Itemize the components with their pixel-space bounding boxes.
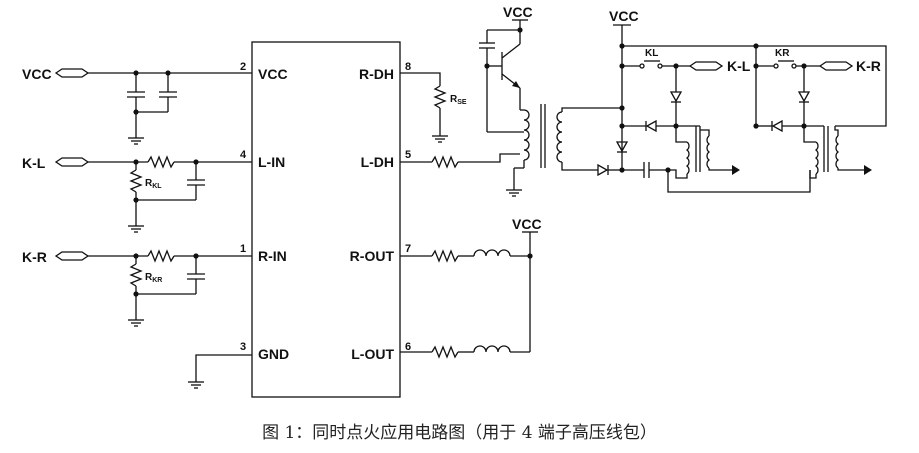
k-r-connector-icon — [54, 251, 90, 261]
kr-switch-icon — [773, 63, 779, 69]
diode-icon — [645, 119, 657, 133]
r-se-label: RSE — [450, 94, 467, 106]
ground-icon — [128, 319, 144, 327]
npn-transistor-icon — [501, 40, 521, 89]
k-l-output-connector-icon — [688, 61, 724, 71]
ground-icon — [128, 137, 144, 145]
vcc-input-label: VCC — [22, 66, 52, 82]
gnd-pin-network — [188, 354, 252, 389]
pin-3-name: GND — [258, 346, 289, 362]
r-kr-resistor-icon — [129, 263, 143, 287]
r-kr-label: RKR — [145, 272, 162, 284]
ignition-coil-secondary-icon — [835, 135, 840, 169]
ground-icon — [432, 135, 448, 143]
pin-8-number: 8 — [405, 61, 411, 73]
ignition-coil-secondary-icon — [706, 135, 711, 169]
diode-icon — [597, 163, 609, 177]
diode-icon — [669, 91, 683, 103]
pin-5-number: 5 — [405, 149, 411, 161]
k-r-output-label: K-R — [856, 58, 881, 74]
pin-4-name: L-IN — [258, 154, 285, 170]
output-network: VCC — [400, 216, 542, 359]
pin-5-name: L-DH — [361, 154, 394, 170]
vcc-transistor-label: VCC — [503, 4, 533, 20]
k-l-output-label: K-L — [727, 58, 751, 74]
kr-switch-label: KR — [775, 48, 790, 59]
pin-6-name: L-OUT — [351, 346, 394, 362]
pin-6-number: 6 — [405, 341, 411, 353]
pin-7-number: 7 — [405, 243, 411, 255]
r-kl-label: RKL — [145, 178, 162, 190]
diode-icon — [797, 91, 811, 103]
r-se-network: RSE — [400, 72, 467, 143]
resistor-icon — [431, 345, 459, 359]
ground-icon — [128, 225, 144, 233]
transistor-stage: VCC — [479, 4, 622, 197]
resistor-icon — [147, 249, 175, 263]
pin-1-number: 1 — [240, 243, 246, 255]
ic-body — [251, 41, 401, 398]
pin-3-number: 3 — [240, 341, 246, 353]
diode-icon — [615, 141, 629, 153]
pin-1-name: R-IN — [258, 248, 287, 264]
pin-2-name: VCC — [258, 66, 288, 82]
k-l-input-network: K-L RKL — [22, 155, 252, 233]
k-r-output-connector-icon — [818, 61, 854, 71]
ground-icon — [506, 189, 522, 197]
r-kl-resistor-icon — [129, 169, 143, 193]
ignition-coil-primary-icon — [685, 141, 690, 175]
ignition-coil-primary-icon — [814, 141, 819, 175]
transformer-secondary-icon — [556, 111, 563, 163]
vcc-top-label: VCC — [609, 8, 639, 24]
inductor-icon — [473, 249, 511, 257]
ignition-output-stage: VCC KL K-L KR K-R — [597, 8, 887, 193]
pin-4-number: 4 — [240, 149, 247, 161]
pin-7-name: R-OUT — [350, 248, 395, 264]
spark-plug-arrow-icon — [732, 165, 740, 175]
inductor-icon — [473, 345, 511, 353]
diode-icon — [771, 119, 783, 133]
k-r-input-network: K-R RKR — [22, 249, 252, 327]
k-l-connector-icon — [54, 157, 90, 167]
resistor-icon — [147, 155, 175, 169]
k-l-input-label: K-L — [22, 155, 46, 171]
vcc-output-label: VCC — [512, 216, 542, 232]
circuit-schematic: 2 VCC 4 L-IN 1 R-IN 3 GND 8 R-DH 5 L-DH … — [22, 4, 887, 398]
ground-icon — [188, 381, 204, 389]
pin-2-number: 2 — [240, 61, 246, 73]
spark-plug-arrow-icon — [864, 165, 872, 175]
transformer-primary-icon — [523, 109, 530, 161]
figure-caption: 图 1：同时点火应用电路图（用于 4 端子高压线包） — [262, 423, 657, 443]
resistor-icon — [431, 155, 459, 169]
resistor-icon — [431, 249, 459, 263]
kl-switch-label: KL — [645, 48, 658, 59]
l-dh-drive — [400, 153, 520, 169]
vcc-input-network: VCC — [22, 66, 252, 145]
r-se-resistor-icon — [433, 85, 447, 109]
kl-switch-icon — [639, 63, 645, 69]
vcc-connector-icon — [54, 68, 90, 78]
k-r-input-label: K-R — [22, 249, 47, 265]
pin-8-name: R-DH — [359, 66, 394, 82]
